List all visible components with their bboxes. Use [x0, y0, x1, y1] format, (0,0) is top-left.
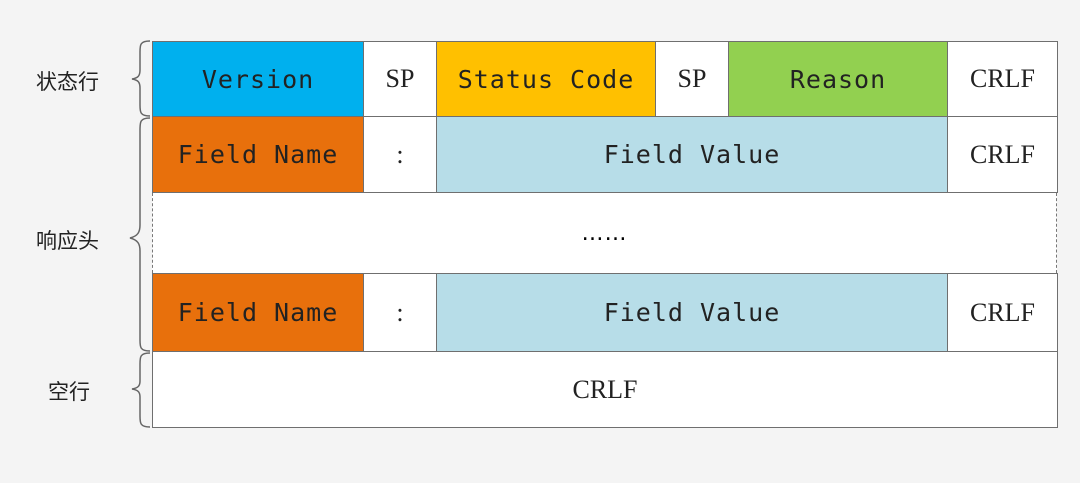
reason-cell: Reason — [728, 41, 948, 117]
blank-line-crlf-cell: CRLF — [152, 351, 1058, 428]
sp-cell-2: SP — [655, 41, 729, 117]
version-cell: Version — [152, 41, 364, 117]
field-value-cell-2: Field Value — [436, 273, 948, 352]
blank-line-label: 空行 — [48, 380, 90, 404]
ellipsis-row: …… — [152, 193, 1057, 273]
ellipsis: …… — [581, 220, 628, 246]
field-name-cell-1: Field Name — [152, 116, 364, 193]
field-name-cell-2: Field Name — [152, 273, 364, 352]
status-line-label: 状态行 — [36, 70, 99, 94]
blank-line-brace — [131, 352, 151, 428]
response-headers-brace — [129, 117, 151, 352]
field-value-cell-1: Field Value — [436, 116, 948, 193]
status-code-cell: Status Code — [436, 41, 656, 117]
status-line-brace — [131, 40, 151, 117]
status-crlf-cell: CRLF — [947, 41, 1058, 117]
header-crlf-cell-1: CRLF — [947, 116, 1058, 193]
response-headers-label: 响应头 — [36, 229, 99, 253]
colon-cell-2: : — [363, 273, 437, 352]
colon-cell-1: : — [363, 116, 437, 193]
sp-cell-1: SP — [363, 41, 437, 117]
brackets — [129, 40, 151, 428]
header-crlf-cell-2: CRLF — [947, 273, 1058, 352]
